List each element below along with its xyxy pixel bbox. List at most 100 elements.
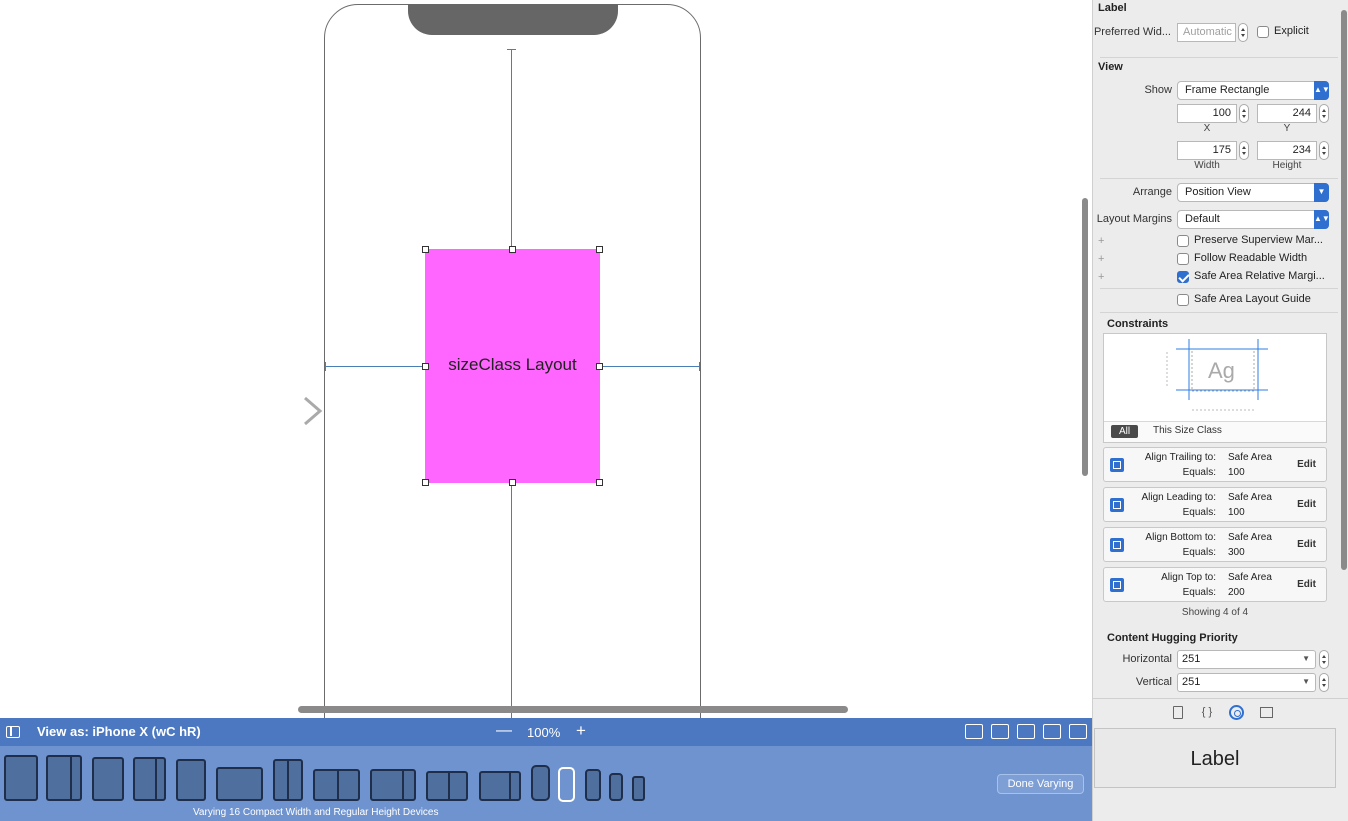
- resize-handle-bottom-left[interactable]: [422, 479, 429, 486]
- done-varying-button[interactable]: Done Varying: [997, 774, 1084, 794]
- follow-readable-width-checkbox[interactable]: [1177, 253, 1189, 265]
- add-variation-plus-icon[interactable]: +: [1098, 253, 1105, 265]
- hugging-horizontal-combo[interactable]: 251 ▼: [1177, 650, 1316, 669]
- arrange-popup[interactable]: Position View▼: [1177, 183, 1329, 202]
- view-as-title[interactable]: View as: iPhone X (wC hR): [37, 724, 201, 739]
- inspector-scrollbar[interactable]: [1341, 0, 1348, 575]
- ruler-inspector-tab-icon[interactable]: [1260, 707, 1273, 718]
- device-ipad-mini-split-icon[interactable]: [426, 771, 468, 801]
- resize-handle-top[interactable]: [509, 246, 516, 253]
- view-section-title: View: [1098, 61, 1123, 73]
- resize-handle-bottom[interactable]: [509, 479, 516, 486]
- width-field[interactable]: 175: [1177, 141, 1237, 160]
- preferred-width-stepper[interactable]: [1238, 23, 1248, 42]
- y-stepper[interactable]: [1319, 104, 1329, 123]
- device-ipad-landscape-split-icon[interactable]: [216, 767, 263, 801]
- hugging-horizontal-label: Horizontal: [1122, 653, 1172, 665]
- embed-in-stack-icon[interactable]: [991, 724, 1009, 739]
- preserve-superview-margins-checkbox[interactable]: [1177, 235, 1189, 247]
- top-constraint-line[interactable]: [511, 50, 512, 249]
- leading-constraint-line[interactable]: [325, 366, 425, 367]
- constraint-equals-label: Equals:: [1182, 547, 1216, 558]
- edit-constraint-button[interactable]: Edit: [1297, 579, 1316, 590]
- safe-area-layout-guide-checkbox[interactable]: [1177, 294, 1189, 306]
- device-ipad-mini-third-icon[interactable]: [479, 771, 521, 801]
- resolve-issues-icon[interactable]: [1069, 724, 1087, 739]
- add-constraints-icon[interactable]: [1043, 724, 1061, 739]
- x-stepper[interactable]: [1239, 104, 1249, 123]
- show-popup[interactable]: Frame Rectangle▲▼: [1177, 81, 1330, 100]
- constraint-label: Align Leading to:: [1141, 492, 1216, 503]
- add-variation-plus-icon[interactable]: +: [1098, 271, 1105, 283]
- align-icon[interactable]: [1017, 724, 1035, 739]
- constraint-row-trailing[interactable]: Align Trailing to: Safe Area Equals: 100…: [1103, 447, 1327, 482]
- layout-margins-popup[interactable]: Default▲▼: [1177, 210, 1330, 229]
- device-ipad-portrait-icon[interactable]: [176, 759, 206, 801]
- device-iphone-x-icon[interactable]: [558, 767, 575, 802]
- y-field[interactable]: 244: [1257, 104, 1317, 123]
- hugging-vertical-combo[interactable]: 251▼: [1177, 673, 1316, 692]
- device-ipad-pro-12-split-icon[interactable]: [46, 755, 82, 801]
- bottom-constraint-line[interactable]: [511, 483, 512, 718]
- safe-area-relative-margins-checkbox[interactable]: [1177, 271, 1189, 283]
- explicit-checkbox[interactable]: [1257, 26, 1269, 38]
- device-iphone-xs-max-icon[interactable]: [531, 765, 550, 801]
- constraint-target: Safe Area: [1228, 532, 1272, 543]
- preserve-superview-margins-label: Preserve Superview Mar...: [1194, 234, 1323, 246]
- library-label-item[interactable]: Label: [1094, 728, 1336, 788]
- add-variation-plus-icon[interactable]: +: [1098, 235, 1105, 247]
- device-iphone-plus-icon[interactable]: [585, 769, 601, 801]
- edit-constraint-button[interactable]: Edit: [1297, 499, 1316, 510]
- constraint-value: 200: [1228, 587, 1245, 598]
- resize-handle-top-right[interactable]: [596, 246, 603, 253]
- zoom-level: 100%: [527, 725, 561, 740]
- zoom-in-button[interactable]: +: [576, 721, 586, 740]
- resize-handle-left[interactable]: [422, 363, 429, 370]
- constraint-equals-label: Equals:: [1182, 507, 1216, 518]
- update-frames-icon[interactable]: [965, 724, 983, 739]
- resize-handle-bottom-right[interactable]: [596, 479, 603, 486]
- file-inspector-tab-icon[interactable]: [1173, 706, 1183, 719]
- device-ipad-split-narrow-icon[interactable]: [273, 759, 303, 801]
- explicit-label: Explicit: [1274, 25, 1309, 37]
- combo-chevron-icon: ▼: [1302, 654, 1310, 663]
- device-ipad-landscape-third-icon[interactable]: [370, 769, 416, 801]
- filter-this-size-class-button[interactable]: This Size Class: [1153, 425, 1222, 436]
- trailing-constraint-line[interactable]: [600, 366, 700, 367]
- edit-constraint-button[interactable]: Edit: [1297, 459, 1316, 470]
- device-iphone-se-icon[interactable]: [632, 776, 645, 801]
- x-field[interactable]: 100: [1177, 104, 1237, 123]
- device-ipad-pro-10-portrait-icon[interactable]: [92, 757, 124, 801]
- device-ipad-pro-10-split-icon[interactable]: [133, 757, 166, 801]
- height-stepper[interactable]: [1319, 141, 1329, 160]
- inspector-tab-bar: { }: [1093, 698, 1348, 726]
- storyboard-canvas[interactable]: sizeClass Layout: [0, 0, 1078, 718]
- hugging-horizontal-stepper[interactable]: [1319, 650, 1329, 669]
- height-caption: Height: [1272, 160, 1302, 171]
- constraint-row-top[interactable]: Align Top to: Safe Area Equals: 200 Edit: [1103, 567, 1327, 602]
- hugging-horizontal-value: 251: [1182, 653, 1201, 665]
- separator: [1100, 57, 1338, 58]
- height-field[interactable]: 234: [1257, 141, 1317, 160]
- width-stepper[interactable]: [1239, 141, 1249, 160]
- edit-constraint-button[interactable]: Edit: [1297, 539, 1316, 550]
- entry-point-arrow-icon[interactable]: [225, 396, 325, 428]
- zoom-out-button[interactable]: —: [496, 722, 512, 739]
- size-class-label-view[interactable]: sizeClass Layout: [425, 249, 600, 483]
- constraint-row-leading[interactable]: Align Leading to: Safe Area Equals: 100 …: [1103, 487, 1327, 522]
- preferred-width-field[interactable]: Automatic: [1177, 23, 1236, 42]
- constraint-row-bottom[interactable]: Align Bottom to: Safe Area Equals: 300 E…: [1103, 527, 1327, 562]
- quick-help-tab-braces-icon[interactable]: { }: [1201, 706, 1213, 718]
- panel-divider[interactable]: [1092, 0, 1093, 821]
- device-iphone-8-icon[interactable]: [609, 773, 623, 801]
- resize-handle-right[interactable]: [596, 363, 603, 370]
- canvas-horizontal-scrollbar[interactable]: [298, 706, 848, 713]
- hugging-vertical-stepper[interactable]: [1319, 673, 1329, 692]
- document-outline-toggle-icon[interactable]: [6, 726, 20, 738]
- filter-all-button[interactable]: All: [1111, 425, 1138, 438]
- size-inspector-tab-icon[interactable]: [1229, 705, 1244, 720]
- canvas-vertical-scrollbar[interactable]: [1078, 0, 1092, 718]
- device-ipad-landscape-half-icon[interactable]: [313, 769, 360, 801]
- resize-handle-top-left[interactable]: [422, 246, 429, 253]
- device-ipad-pro-12-portrait-icon[interactable]: [4, 755, 38, 801]
